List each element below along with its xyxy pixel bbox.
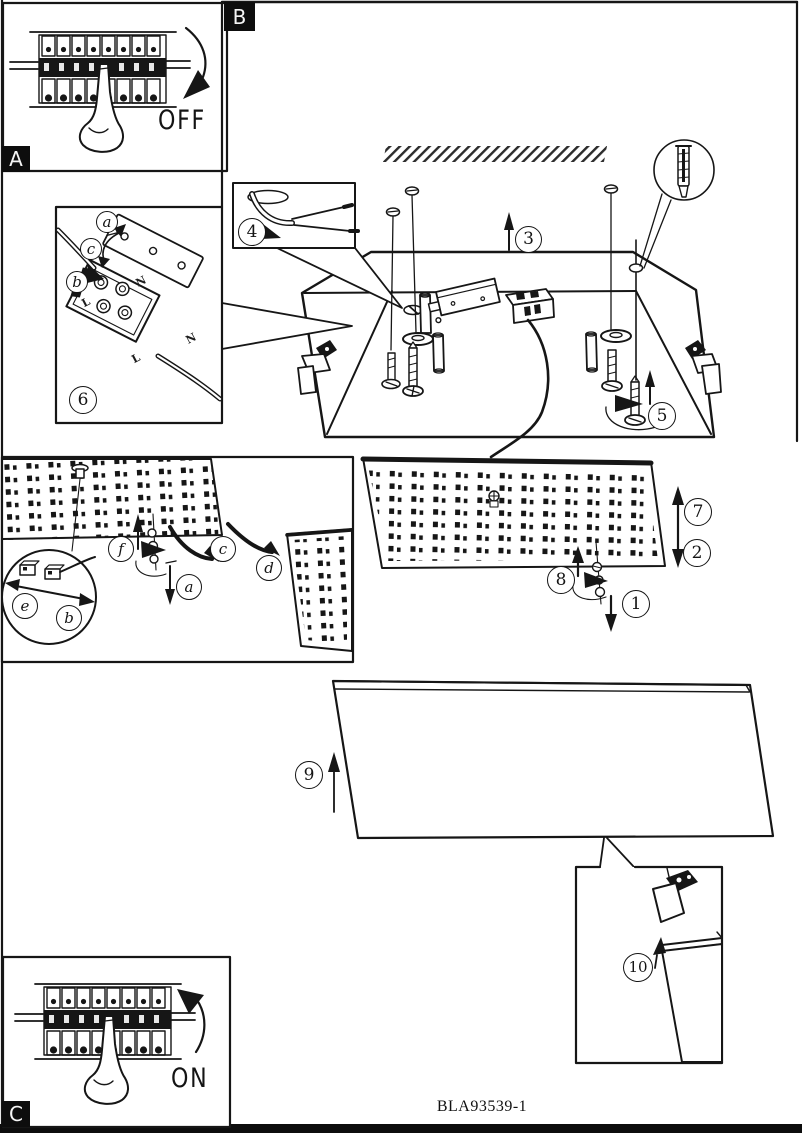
power-off-label: OFF <box>158 105 206 136</box>
panel-label-c: C <box>2 1101 30 1127</box>
spring-clip-right <box>685 340 722 395</box>
adjust-marker-a: a <box>176 574 202 600</box>
panel-label-b: B <box>224 2 255 31</box>
arrow-right-icon <box>584 572 608 588</box>
arrow-up-icon <box>653 937 666 955</box>
wall-anchor-detail <box>639 139 715 269</box>
panel-label-a: A <box>2 146 30 172</box>
panel-a-breaker-off <box>1 1 229 173</box>
screw-step5 <box>624 375 646 426</box>
arrow-up-icon <box>672 486 684 505</box>
step-marker-5: 5 <box>648 402 676 430</box>
detail-marker-a: a <box>96 211 118 233</box>
rotate-arc <box>605 406 657 431</box>
connector-socket <box>44 568 61 580</box>
connector-plug <box>19 564 36 576</box>
arrow-right-icon <box>615 395 643 412</box>
led-panel-back <box>3 459 222 540</box>
arrow-up-icon <box>504 212 514 230</box>
arrow-down-icon <box>605 614 617 632</box>
arrow-right-icon <box>79 593 95 606</box>
mains-cable <box>489 318 550 459</box>
frame-interior-right <box>585 329 657 431</box>
adjust-marker-f: f <box>108 536 134 562</box>
diffuser-panel <box>328 679 775 868</box>
arrow-pull-icon <box>261 224 281 239</box>
panel-c-breaker-on <box>1 955 232 1129</box>
adjust-marker-b: b <box>56 605 82 631</box>
step-marker-8: 8 <box>547 566 575 594</box>
part-number: BLA93539-1 <box>436 1098 528 1115</box>
screw-right <box>601 349 623 392</box>
panel-adjust-box <box>0 455 355 664</box>
panel-b-frame <box>220 0 799 443</box>
led-panel-main <box>360 456 684 632</box>
spacer-cylinder <box>432 332 445 374</box>
arrow-up-icon <box>645 370 655 387</box>
swoosh-c <box>168 525 214 561</box>
screw-long <box>402 341 424 397</box>
swoosh-d <box>226 522 274 554</box>
arrow-down-icon <box>183 70 210 99</box>
led-driver-box <box>427 277 501 324</box>
arrow-down-icon <box>672 549 684 568</box>
step-marker-9: 9 <box>295 761 323 789</box>
arrow-up-icon <box>133 514 143 532</box>
frame-interior-left <box>381 277 555 397</box>
adjust-marker-c: c <box>210 536 236 562</box>
cable-hole <box>403 304 423 316</box>
ceiling-hatch <box>383 146 607 162</box>
arrow-up-icon <box>572 546 584 563</box>
arrow-up-icon <box>177 989 204 1014</box>
adjust-marker-d: d <box>256 555 282 581</box>
detail-marker-c: c <box>80 238 102 260</box>
arrow-down-icon <box>165 589 175 605</box>
washer <box>600 329 632 343</box>
step-marker-4: 4 <box>238 218 266 246</box>
power-on-label: ON <box>171 1063 209 1094</box>
terminal-block-top <box>505 288 555 324</box>
detail-marker-b: b <box>66 271 88 293</box>
step-marker-1: 1 <box>622 590 650 618</box>
step-marker-6: 6 <box>69 386 97 414</box>
spring-clip-left <box>297 340 337 395</box>
spacer-cylinder <box>585 331 598 373</box>
arrow-right-icon <box>141 541 166 558</box>
step-marker-7: 7 <box>684 498 712 526</box>
arrow-wire-icon <box>87 264 104 283</box>
clip-body <box>652 882 685 923</box>
screw-short <box>381 352 401 390</box>
arrow-up-icon <box>328 752 340 772</box>
step-marker-3: 3 <box>515 226 542 253</box>
ceiling-screws <box>385 184 644 381</box>
step-marker-2: 2 <box>683 539 711 567</box>
step3-arrow <box>504 212 514 251</box>
adjust-marker-e: e <box>12 593 38 619</box>
panel-edge <box>661 943 723 1063</box>
step-marker-10: 10 <box>623 953 653 982</box>
arrow-left-icon <box>5 579 20 591</box>
